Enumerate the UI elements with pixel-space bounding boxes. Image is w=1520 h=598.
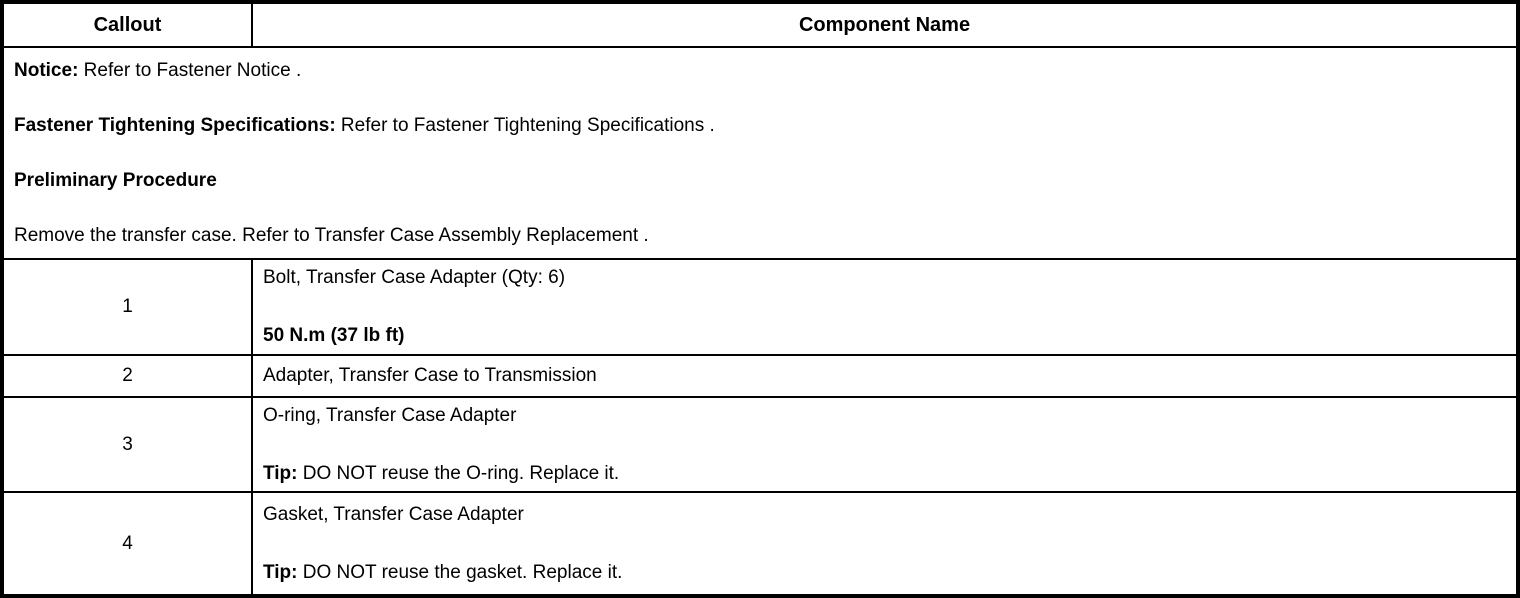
torque-spec-line: 50 N.m (37 lb ft) xyxy=(263,325,405,346)
preliminary-procedure-text: Remove the transfer case. Refer to Trans… xyxy=(14,225,1506,247)
notice-line: Notice: Refer to Fastener Notice . xyxy=(14,60,1506,82)
table-row: 2 Adapter, Transfer Case to Transmission xyxy=(1,354,1519,398)
notice-text: Refer to Fastener Notice . xyxy=(78,59,302,81)
table-row: 4 Gasket, Transfer Case Adapter Tip: DO … xyxy=(1,491,1519,597)
callout-number: 2 xyxy=(1,354,253,398)
table-row: 3 O-ring, Transfer Case Adapter Tip: DO … xyxy=(1,396,1519,493)
callout-number: 3 xyxy=(1,396,253,493)
tip-line: Tip: DO NOT reuse the O-ring. Replace it… xyxy=(263,462,620,484)
callout-number: 1 xyxy=(1,258,253,356)
fastener-spec-label: Fastener Tightening Specifications: xyxy=(14,114,336,136)
component-cell: Bolt, Transfer Case Adapter (Qty: 6) 50 … xyxy=(251,258,1519,356)
fastener-spec-text: Refer to Fastener Tightening Specificati… xyxy=(335,114,715,136)
column-header-callout: Callout xyxy=(1,1,253,48)
preliminary-procedure-label: Preliminary Procedure xyxy=(14,169,217,191)
tip-label: Tip: xyxy=(263,561,298,583)
component-name-line: Bolt, Transfer Case Adapter (Qty: 6) xyxy=(263,267,566,288)
notice-section-cell: Notice: Refer to Fastener Notice . Faste… xyxy=(1,46,1519,260)
tip-label: Tip: xyxy=(263,462,298,484)
fastener-spec-line: Fastener Tightening Specifications: Refe… xyxy=(14,115,1506,137)
preliminary-procedure-heading: Preliminary Procedure xyxy=(14,170,1506,192)
notice-label: Notice: xyxy=(14,59,79,81)
remove-transfer-case-text: Remove the transfer case. Refer to Trans… xyxy=(14,224,649,246)
component-cell: Adapter, Transfer Case to Transmission xyxy=(251,354,1519,398)
column-header-component-name: Component Name xyxy=(251,1,1519,48)
notice-section-row: Notice: Refer to Fastener Notice . Faste… xyxy=(1,46,1519,260)
component-name-line: O-ring, Transfer Case Adapter xyxy=(263,404,517,426)
table-row: 1 Bolt, Transfer Case Adapter (Qty: 6) 5… xyxy=(1,258,1519,356)
component-name-line: Adapter, Transfer Case to Transmission xyxy=(263,365,597,386)
callout-number: 4 xyxy=(1,491,253,597)
tip-line: Tip: DO NOT reuse the gasket. Replace it… xyxy=(263,561,623,583)
component-cell: O-ring, Transfer Case Adapter Tip: DO NO… xyxy=(251,396,1519,493)
component-cell: Gasket, Transfer Case Adapter Tip: DO NO… xyxy=(251,491,1519,597)
component-name-line: Gasket, Transfer Case Adapter xyxy=(263,503,524,525)
table-header-row: Callout Component Name xyxy=(1,1,1519,48)
